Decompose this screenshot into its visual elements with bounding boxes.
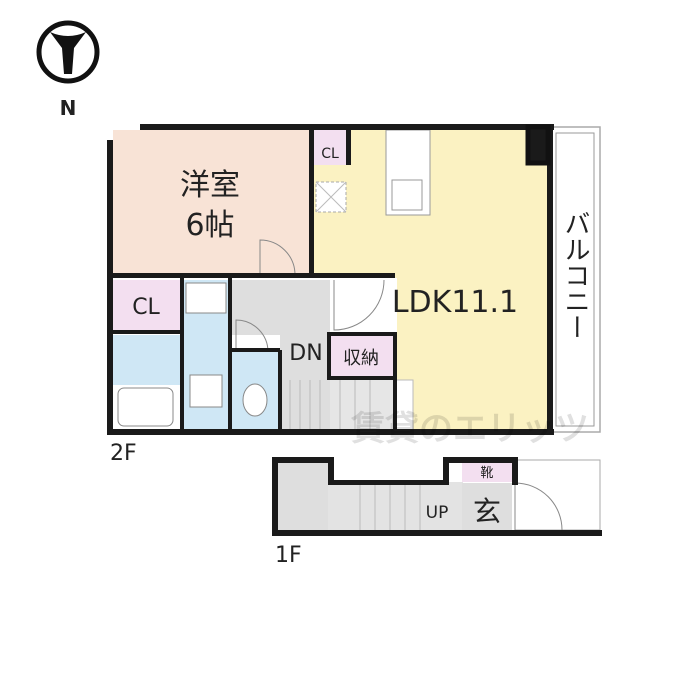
bathroom-entry (113, 335, 180, 385)
bathtub-icon (117, 387, 174, 427)
stairs-2f (280, 335, 330, 430)
floor-2f-label: 2F (110, 441, 137, 466)
watermark: 賃貸のエリッツ (350, 410, 589, 448)
floor-1f-label: 1F (275, 543, 302, 568)
stairs-1f (328, 482, 463, 530)
entrance-label: 玄 (473, 495, 501, 528)
hallway (232, 280, 330, 335)
shoe-box (462, 460, 512, 482)
compass: N (36, 20, 100, 120)
compass-north-label: N (60, 96, 77, 120)
closet-top (312, 130, 350, 165)
ldk-label: LDK11.1 (392, 285, 518, 320)
toilet-icon (242, 383, 268, 417)
shoe-box-label: 靴 (480, 466, 493, 481)
closet-left (113, 280, 180, 330)
western-room-label: 洋室 (180, 168, 240, 203)
kitchen-sink-icon (391, 179, 423, 211)
stairs-2f-lower (330, 378, 395, 430)
balcony (549, 126, 601, 433)
entrance-porch (514, 459, 601, 531)
stairs-up-label: UP (426, 503, 449, 523)
closet-left-label: CL (132, 295, 160, 320)
closet-top-label: CL (321, 146, 339, 162)
stairs-1f-landing (278, 463, 328, 530)
western-room-size: 6帖 (185, 208, 234, 243)
north-arrow-icon (50, 32, 86, 74)
storage (330, 335, 393, 378)
washing-machine-icon (189, 374, 223, 408)
entrance (462, 483, 512, 530)
western-room (113, 130, 312, 275)
stairs-down-label: DN (289, 341, 322, 366)
wash-basin-icon (185, 282, 227, 314)
storage-label: 収納 (343, 348, 379, 369)
balcony-label: バルコニー (560, 210, 590, 340)
